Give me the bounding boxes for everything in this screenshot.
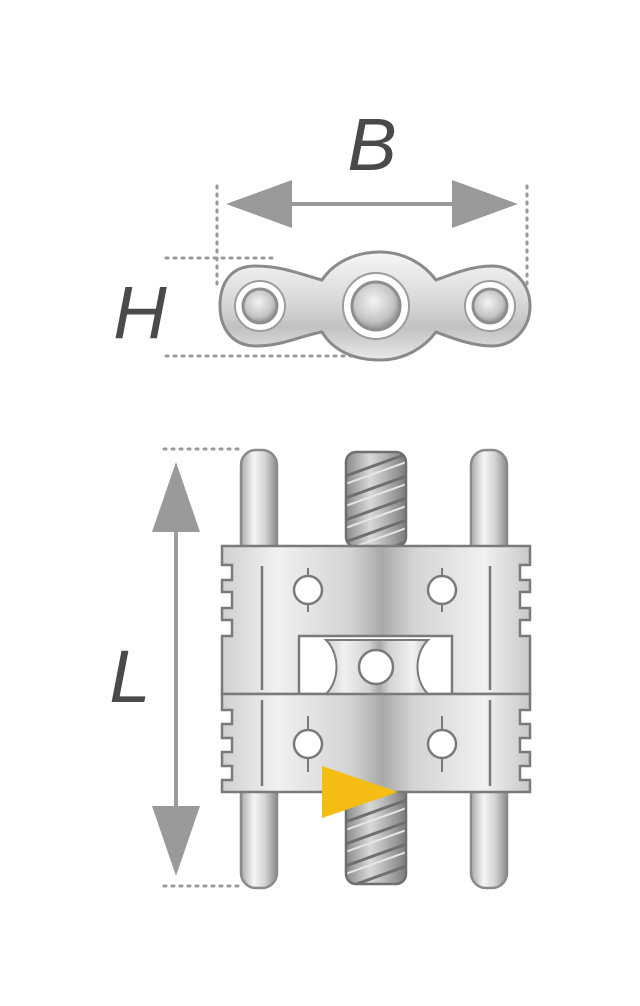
dimension-label-h: H [113, 271, 167, 354]
upper-body-block [220, 544, 532, 696]
screw-plate-top-view-icon [218, 250, 532, 362]
dimension-label-l: L [109, 635, 150, 718]
dimension-label-b: B [347, 103, 396, 186]
b-dimension-arrow [226, 180, 518, 228]
lower-body-block [220, 692, 532, 794]
l-dimension-arrow [152, 462, 200, 876]
expansion-screw-front-view-icon [220, 448, 532, 890]
top-view-group: B H [113, 103, 532, 362]
triangle-direction-marker-icon [322, 766, 398, 818]
front-view-group: L [109, 447, 532, 890]
